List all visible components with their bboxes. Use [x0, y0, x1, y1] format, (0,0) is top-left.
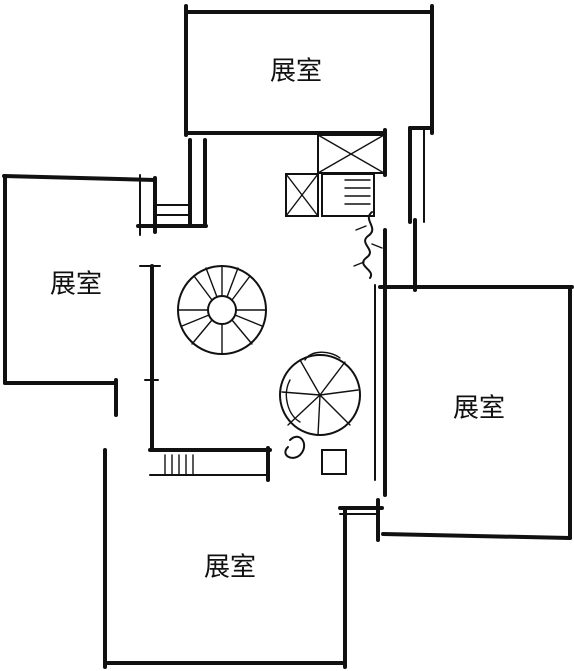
- bottom-room-walls: [103, 448, 384, 669]
- room-label-bottom: 展室: [204, 553, 256, 583]
- spiral-staircase: [177, 265, 267, 355]
- right-room-walls: [376, 285, 574, 542]
- top-room-walls: [184, 4, 434, 137]
- small-plant: [353, 211, 383, 279]
- central-court-walls: [136, 126, 425, 497]
- left-room-walls: [2, 174, 157, 417]
- room-label-top: 展室: [270, 57, 322, 87]
- room-label-left: 展室: [50, 270, 102, 300]
- room-label-right: 展室: [453, 394, 505, 424]
- stair-core: [285, 134, 385, 217]
- tree-planting: [279, 351, 361, 475]
